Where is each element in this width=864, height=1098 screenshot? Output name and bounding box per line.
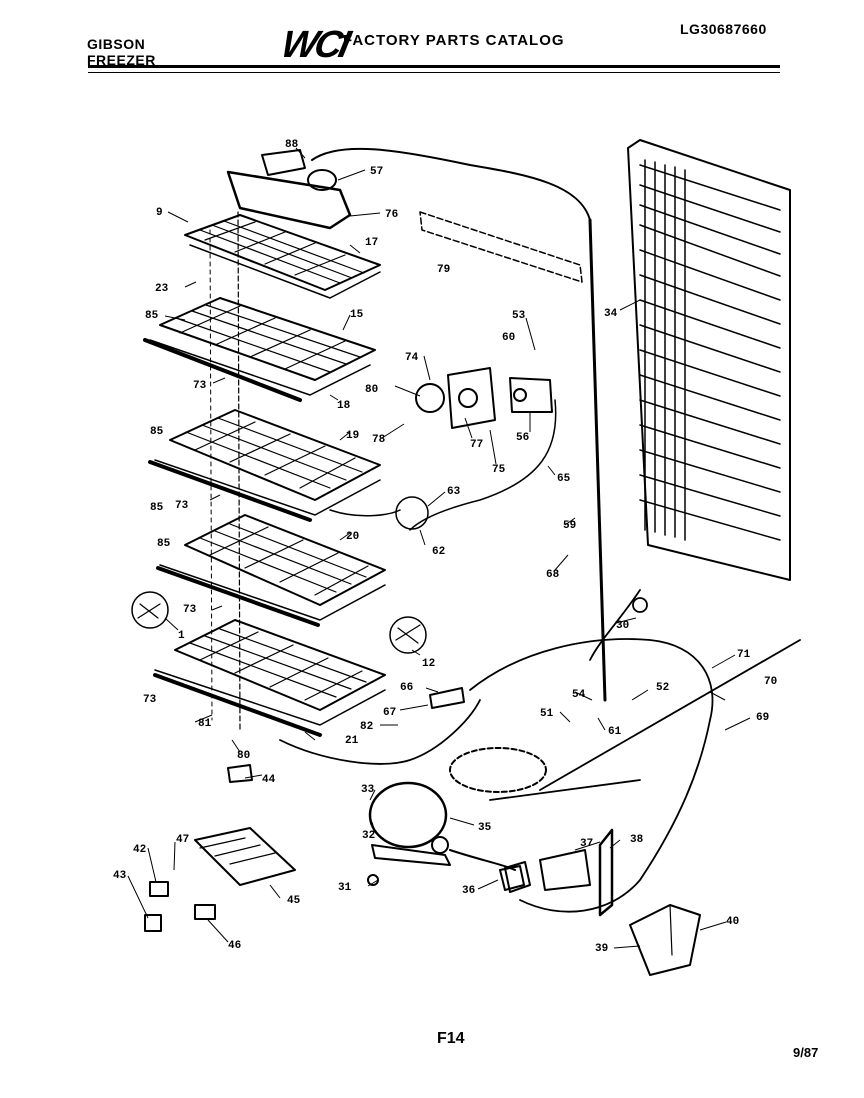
callout-51: 51 (540, 708, 554, 720)
callout-73: 73 (143, 694, 157, 706)
callout-74: 74 (405, 352, 419, 364)
callout-40: 40 (726, 916, 739, 928)
callout-15: 15 (350, 309, 364, 321)
callout-1: 1 (178, 630, 185, 642)
condenser-fan (449, 747, 614, 917)
callout-65: 65 (557, 473, 571, 485)
callout-34: 34 (604, 308, 618, 320)
fan-bracket (504, 861, 531, 893)
callout-85: 85 (150, 502, 164, 514)
product-type: FREEZER (87, 52, 156, 68)
callout-77: 77 (470, 439, 483, 451)
callout-44: 44 (262, 774, 276, 786)
callout-79: 79 (437, 264, 450, 276)
leader-lines (127, 147, 751, 949)
callout-23: 23 (155, 283, 169, 295)
catalog-title: FACTORY PARTS CATALOG (343, 32, 565, 49)
model-number: LG30687660 (680, 21, 767, 37)
timer-assembly (415, 367, 553, 429)
refrigerant-line (588, 218, 607, 702)
callout-75: 75 (492, 464, 506, 476)
base-frame (279, 589, 801, 913)
callout-33: 33 (361, 784, 375, 796)
callout-70: 70 (764, 676, 777, 688)
callout-39: 39 (595, 943, 608, 955)
callout-67: 67 (383, 707, 396, 719)
callout-47: 47 (176, 834, 189, 846)
upper-rail (419, 211, 583, 283)
callout-82: 82 (360, 721, 373, 733)
header-rule-thick (88, 65, 780, 68)
callout-73: 73 (175, 500, 189, 512)
callout-78: 78 (372, 434, 386, 446)
callout-85: 85 (157, 538, 171, 550)
callout-85: 85 (145, 310, 159, 322)
thermostat-detail (389, 616, 427, 654)
callout-30: 30 (616, 620, 629, 632)
callout-32: 32 (362, 830, 375, 842)
callout-17: 17 (365, 237, 378, 249)
callout-53: 53 (512, 310, 526, 322)
callout-54: 54 (572, 689, 586, 701)
callout-68: 68 (546, 569, 560, 581)
callout-12: 12 (422, 658, 435, 670)
page-code: F14 (437, 1030, 465, 1047)
brand-name: GIBSON (87, 36, 146, 52)
callout-60: 60 (502, 332, 515, 344)
callout-36: 36 (462, 885, 475, 897)
shelf-2 (143, 297, 376, 402)
callout-76: 76 (385, 209, 398, 221)
leveling-bracket (227, 764, 253, 783)
callout-56: 56 (516, 432, 529, 444)
callout-81: 81 (198, 718, 212, 730)
callout-19: 19 (346, 430, 359, 442)
callout-85: 85 (150, 426, 164, 438)
date-code: 9/87 (793, 1045, 819, 1060)
callout-18: 18 (337, 400, 351, 412)
callout-52: 52 (656, 682, 669, 694)
callout-66: 66 (400, 682, 413, 694)
callout-20: 20 (346, 531, 359, 543)
callout-73: 73 (183, 604, 197, 616)
drain-pan (629, 904, 701, 976)
electrical-box (144, 827, 296, 932)
junction-block (429, 687, 465, 709)
callout-9: 9 (156, 207, 163, 219)
callout-80: 80 (365, 384, 378, 396)
callout-57: 57 (370, 166, 383, 178)
control-housing (226, 147, 591, 230)
callout-69: 69 (756, 712, 769, 724)
callout-21: 21 (345, 735, 359, 747)
callout-80: 80 (237, 750, 250, 762)
shelf-1 (184, 214, 381, 299)
callout-43: 43 (113, 870, 127, 882)
condenser-coil (627, 139, 791, 581)
compressor (368, 781, 516, 871)
shelf-4 (156, 514, 386, 627)
callout-71: 71 (737, 649, 751, 661)
callout-73: 73 (193, 380, 207, 392)
callout-labels: 88 57 9 76 17 79 23 85 15 53 34 60 74 80… (113, 139, 777, 955)
shelf-3 (148, 409, 381, 522)
callout-35: 35 (478, 822, 492, 834)
shelf-5 (153, 619, 386, 737)
callout-31: 31 (338, 882, 352, 894)
callout-62: 62 (432, 546, 445, 558)
shelf-clip-detail (131, 591, 169, 629)
callout-46: 46 (228, 940, 241, 952)
wire-connector-detail (395, 496, 429, 530)
callout-61: 61 (608, 726, 622, 738)
callout-63: 63 (447, 486, 461, 498)
callout-59: 59 (563, 520, 576, 532)
callout-37: 37 (580, 838, 593, 850)
callout-45: 45 (287, 895, 301, 907)
callout-42: 42 (133, 844, 146, 856)
callout-88: 88 (285, 139, 299, 151)
header-rule-thin (88, 72, 780, 73)
callout-38: 38 (630, 834, 644, 846)
